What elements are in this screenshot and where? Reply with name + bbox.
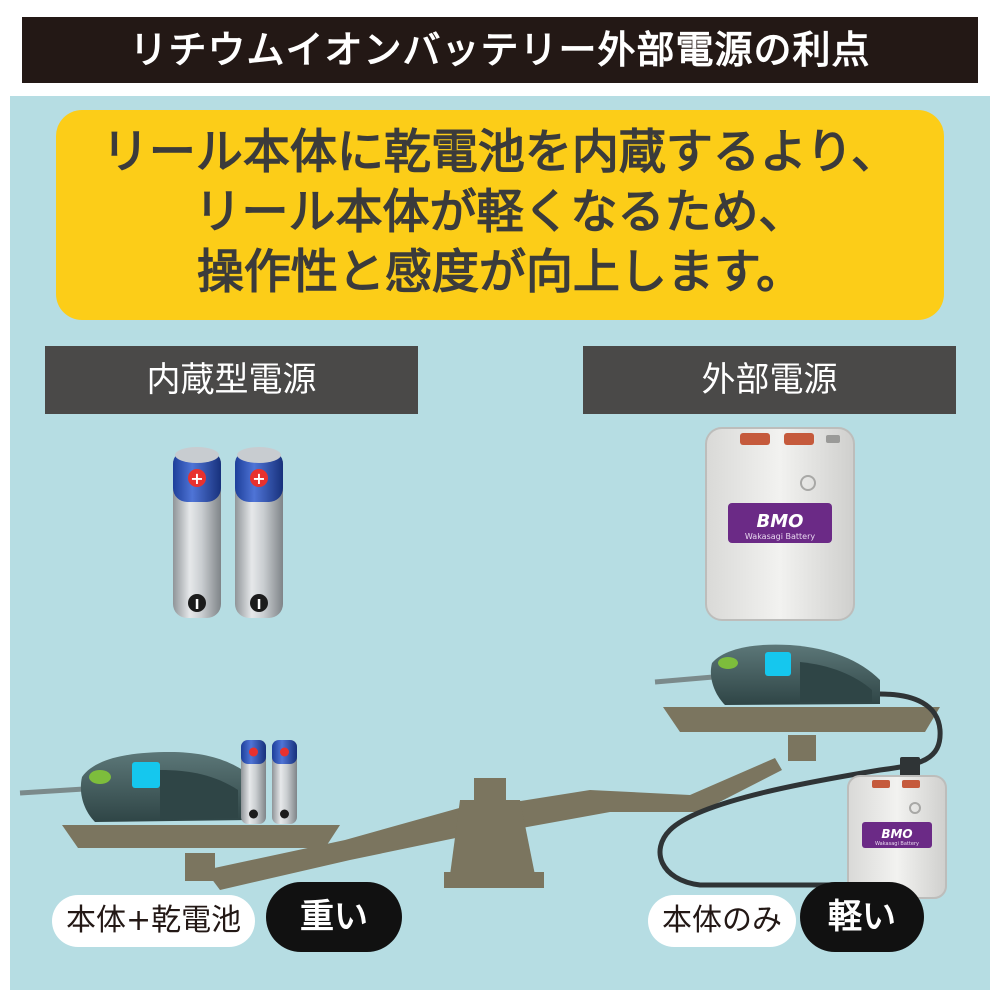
svg-text:Wakasagi Battery: Wakasagi Battery <box>745 532 815 541</box>
battery-icon <box>241 740 266 824</box>
caption-body-only: 本体のみ <box>648 895 796 947</box>
svg-text:I: I <box>195 598 200 613</box>
fishing-reel-icon <box>654 644 880 705</box>
balance-scale-icon <box>62 707 940 890</box>
label-internal-power: 内蔵型電源 <box>45 346 418 414</box>
svg-text:+: + <box>190 469 203 488</box>
svg-text:BMO: BMO <box>757 511 804 532</box>
fishing-reel-icon <box>19 752 250 822</box>
caption-heavy-badge: 重い <box>266 882 402 952</box>
svg-text:+: + <box>252 469 265 488</box>
battery-icon: + I <box>235 447 283 618</box>
battery-pack-icon: BMO Wakasagi Battery <box>705 427 855 621</box>
battery-icon: + I <box>173 447 221 618</box>
battery-pack-icon: BMO Wakasagi Battery <box>847 775 947 899</box>
callout-line-3: 操作性と感度が向上します。 <box>196 245 804 300</box>
svg-text:Wakasagi Battery: Wakasagi Battery <box>875 841 919 847</box>
caption-light-badge: 軽い <box>800 882 924 952</box>
page-title: リチウムイオンバッテリー外部電源の利点 <box>22 17 978 83</box>
callout-line-2: リール本体が軽くなるため、 <box>194 185 806 240</box>
battery-icon <box>272 740 297 824</box>
caption-body-plus-batteries: 本体+乾電池 <box>52 895 256 947</box>
callout-box: リール本体に乾電池を内蔵するより、 リール本体が軽くなるため、 操作性と感度が向… <box>56 110 944 320</box>
svg-text:BMO: BMO <box>881 827 912 841</box>
label-external-power: 外部電源 <box>583 346 956 414</box>
svg-text:I: I <box>257 598 262 613</box>
callout-line-1: リール本体に乾電池を内蔵するより、 <box>101 125 899 180</box>
